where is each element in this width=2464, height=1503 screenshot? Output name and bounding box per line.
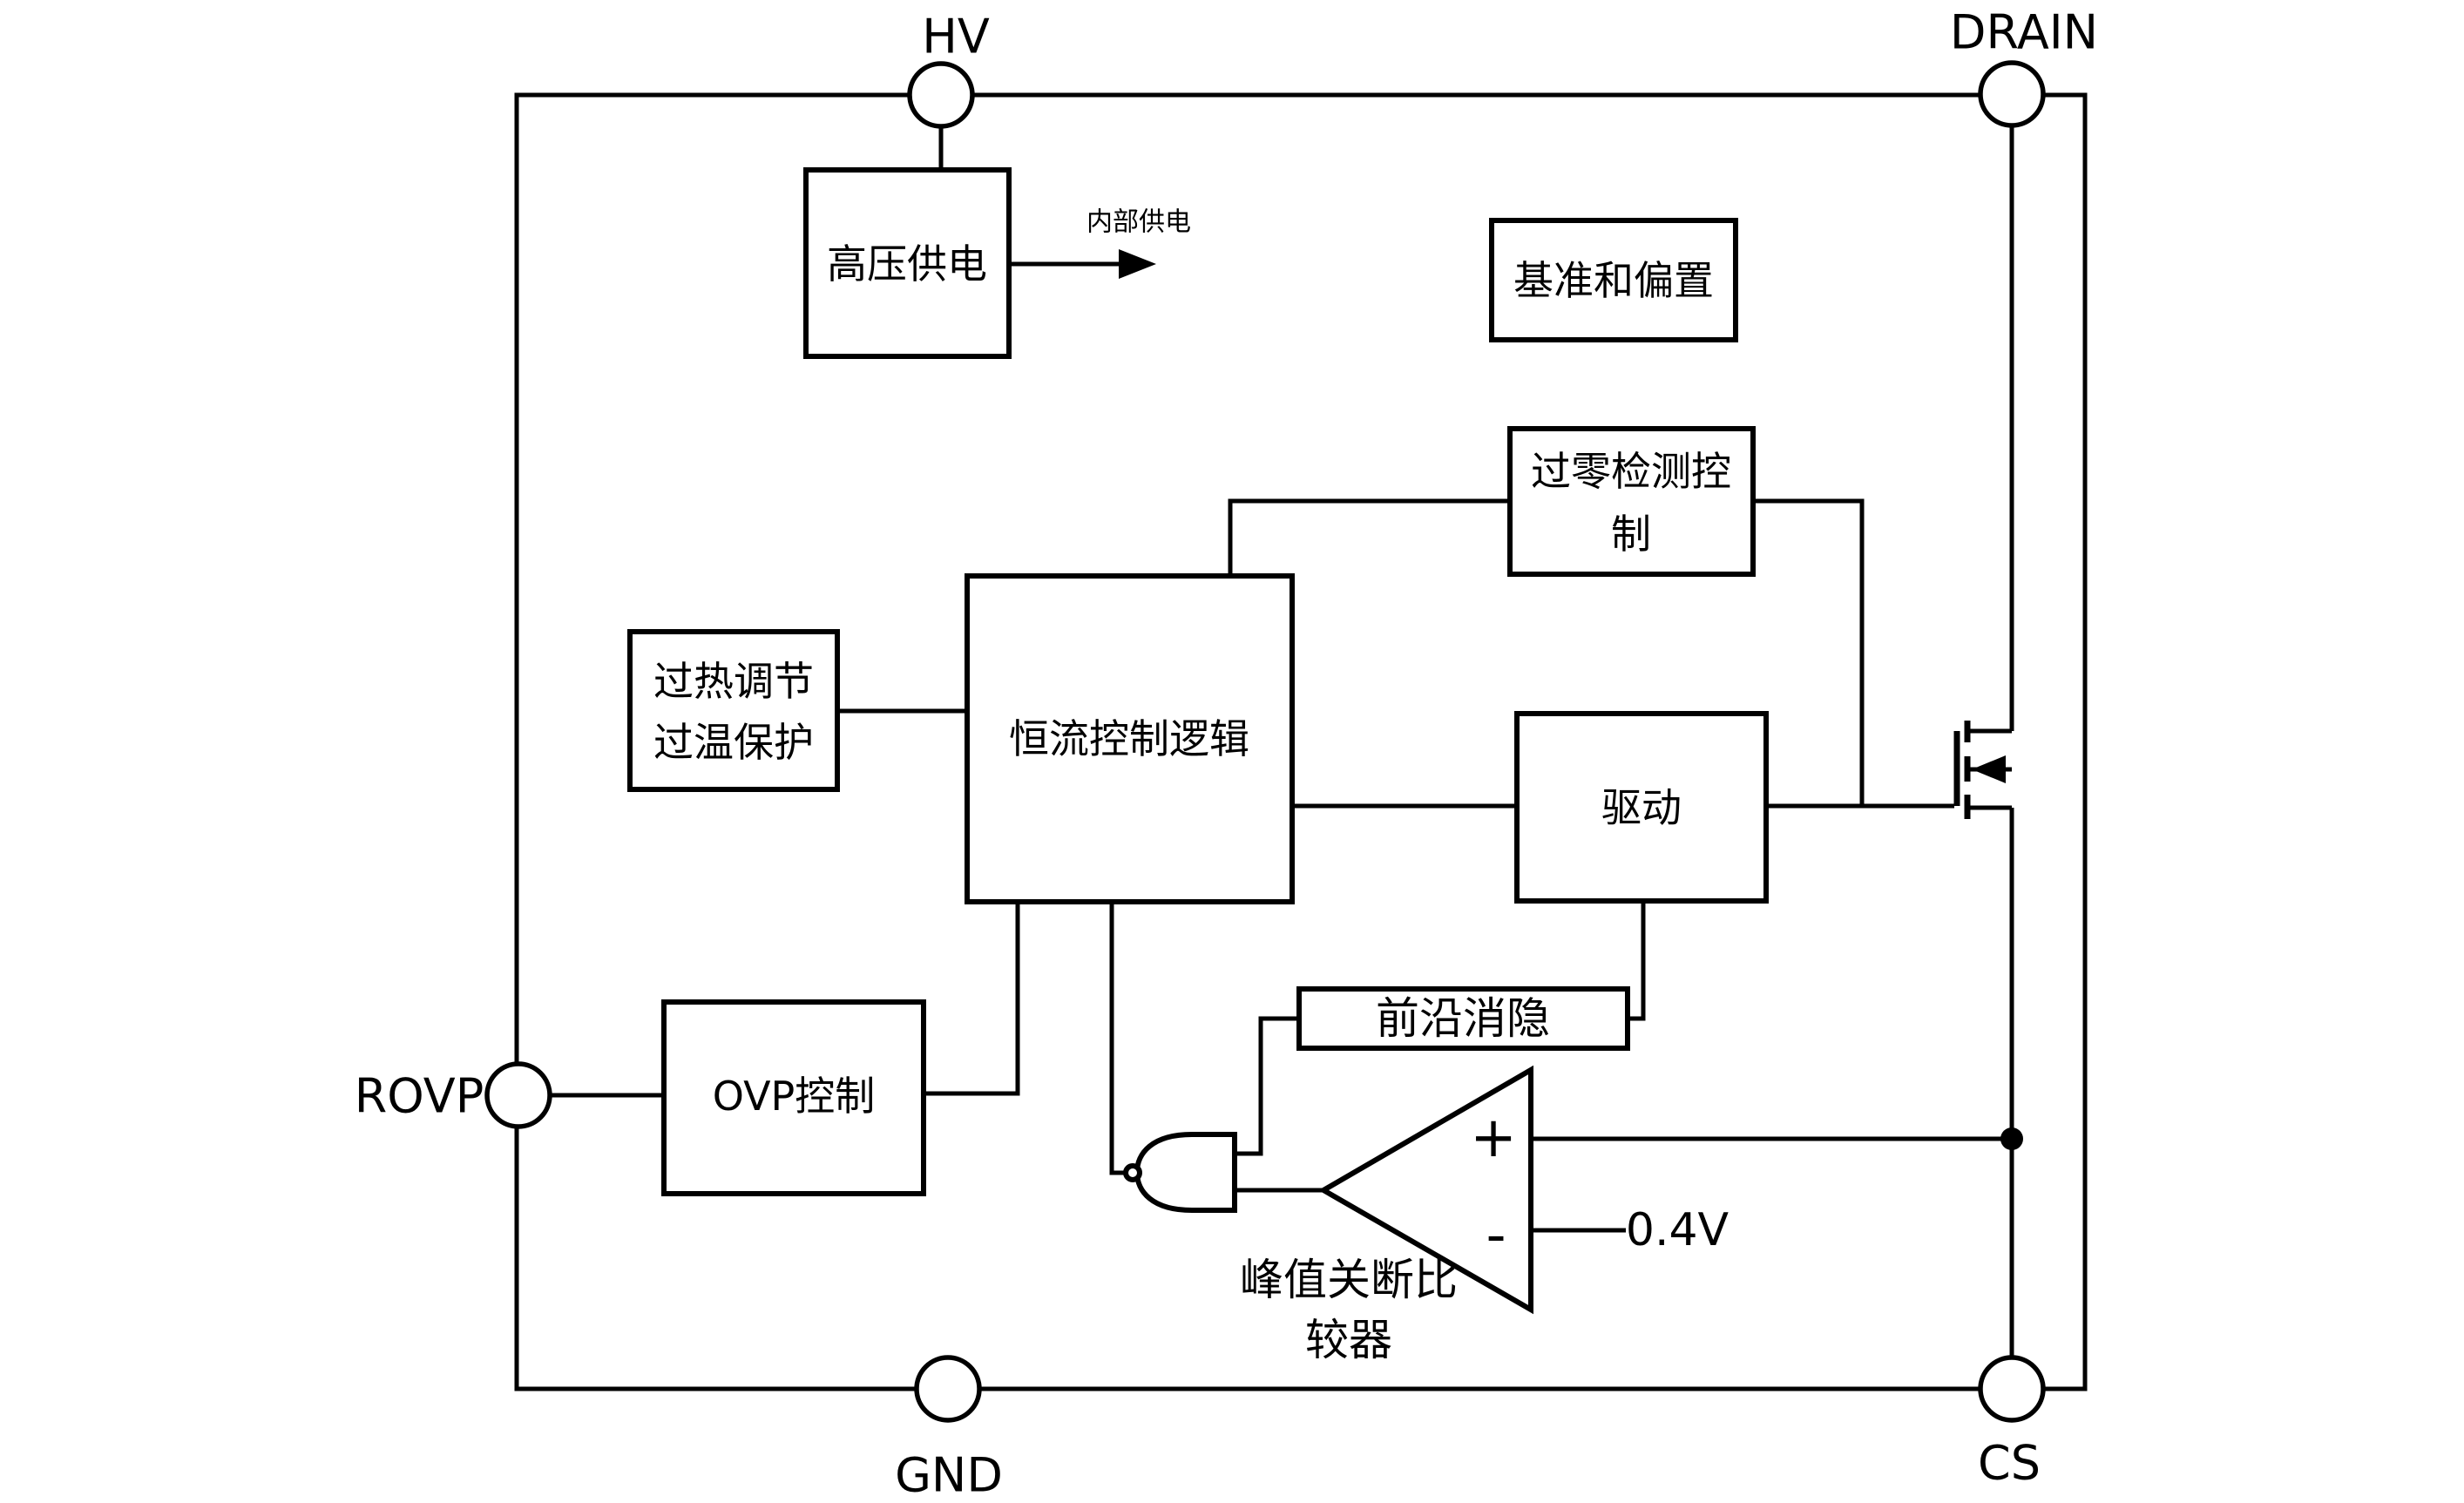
internal-supply-arrowhead xyxy=(1119,249,1156,279)
driver-block: 驱动 xyxy=(1514,711,1769,904)
zero-cross-detect-label-line2: 制 xyxy=(1611,511,1651,558)
nand-gate xyxy=(1123,1132,1237,1213)
internal-supply-label: 内部供电 xyxy=(1086,207,1191,238)
ovp-control-box xyxy=(661,999,926,1196)
reference-bias-box xyxy=(1489,218,1738,342)
pin-gnd-circle xyxy=(914,1355,982,1423)
pin-hv-circle xyxy=(907,61,975,129)
pin-cs-label: CS xyxy=(1978,1436,2041,1491)
mosfet-symbol xyxy=(1953,721,2012,819)
comparator-name-line1: 峰值关断比 xyxy=(1240,1255,1458,1305)
wire-leb-to-gate-input xyxy=(1235,1016,1299,1156)
peak-comparator: + - 峰值关断比 较器 xyxy=(1240,1065,1533,1365)
wire-cclogic-to-zcd xyxy=(1228,498,1510,576)
hv-supply-box xyxy=(803,167,1012,359)
driver-box xyxy=(1514,711,1769,904)
wire-gate-output-to-cclogic xyxy=(1109,902,1127,1175)
leading-edge-blanking-box xyxy=(1296,986,1630,1051)
pin-gnd-label: GND xyxy=(895,1448,1003,1503)
mosfet-body-arrow xyxy=(1972,755,2006,783)
wire-ovp-to-cclogic xyxy=(924,902,1020,1096)
hv-supply-label: 高压供电 xyxy=(827,240,987,288)
leading-edge-blanking-label: 前沿消隐 xyxy=(1376,993,1550,1044)
thermal-protection-box xyxy=(627,629,840,792)
pin-drain-label: DRAIN xyxy=(1950,5,2098,60)
comparator-plus-sign: + xyxy=(1470,1106,1517,1170)
wire-driver-to-leb xyxy=(1628,901,1646,1021)
chip-outline xyxy=(514,92,2088,1391)
junction-dot xyxy=(2000,1127,2023,1150)
pin-rovp-label: ROVP xyxy=(355,1069,484,1124)
reference-bias-block: 基准和偏置 xyxy=(1489,218,1738,342)
comparator-triangle xyxy=(1318,1065,1533,1315)
pin-rovp-circle xyxy=(484,1061,552,1129)
pin-cs-circle xyxy=(1978,1355,2046,1423)
cc-control-logic-box xyxy=(965,573,1295,904)
ovp-control-block: OVP控制 xyxy=(661,999,926,1196)
leading-edge-blanking-block: 前沿消隐 xyxy=(1296,986,1630,1051)
reference-bias-label: 基准和偏置 xyxy=(1513,257,1714,304)
zero-cross-detect-label-line1: 过零检测控 xyxy=(1531,448,1731,495)
hv-supply-block: 高压供电 xyxy=(803,167,1012,359)
ovp-control-label: OVP控制 xyxy=(713,1073,876,1120)
cc-control-logic-block: 恒流控制逻辑 xyxy=(965,573,1295,904)
zero-cross-detect-box xyxy=(1507,426,1756,577)
nand-gate-body xyxy=(1134,1132,1237,1213)
pin-hv-label: HV xyxy=(922,10,990,64)
wire-zcd-to-gateline xyxy=(1753,498,1865,806)
thermal-protection-label-line2: 过温保护 xyxy=(653,719,814,766)
vref-label: 0.4V xyxy=(1626,1204,1730,1256)
zero-cross-detect-block: 过零检测控 制 xyxy=(1507,426,1756,577)
comparator-minus-sign: - xyxy=(1486,1203,1506,1268)
nand-gate-bubble xyxy=(1123,1163,1142,1182)
thermal-protection-block: 过热调节 过温保护 xyxy=(627,629,840,792)
thermal-protection-label-line1: 过热调节 xyxy=(653,658,814,705)
driver-label: 驱动 xyxy=(1601,784,1682,831)
cc-control-logic-label: 恒流控制逻辑 xyxy=(1009,715,1249,762)
pin-drain-circle xyxy=(1978,60,2046,128)
comparator-name-line2: 较器 xyxy=(1305,1315,1392,1365)
